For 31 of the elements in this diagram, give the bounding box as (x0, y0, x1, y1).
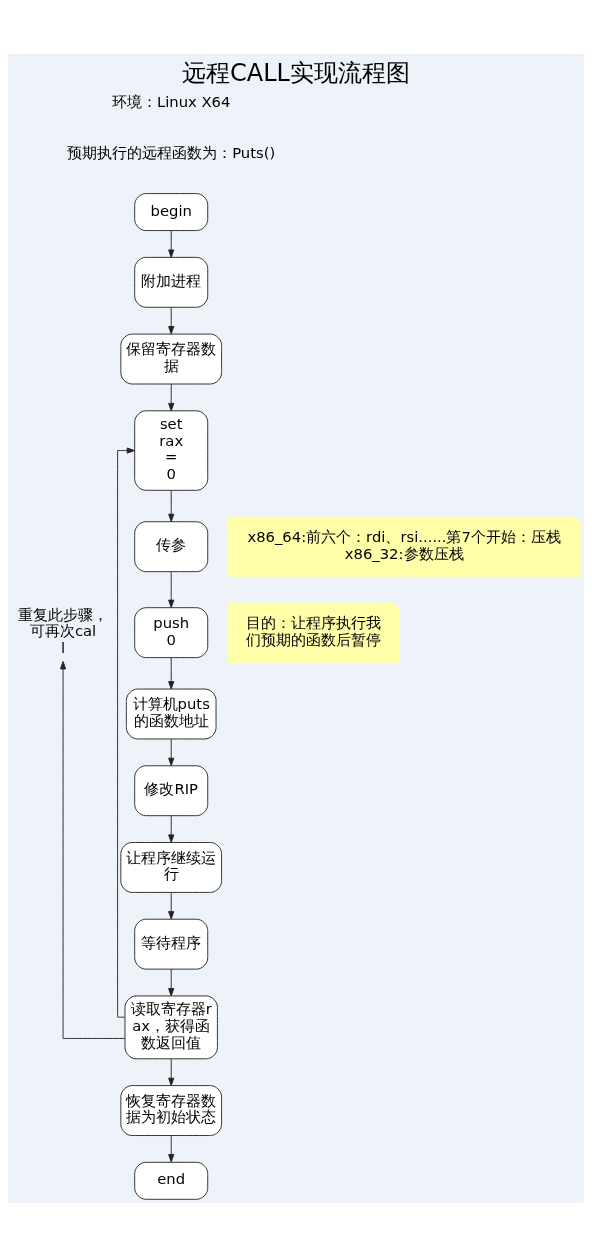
arrow (168, 230, 175, 258)
arrow (168, 738, 175, 766)
node-box: 读取寄存器rax，获得函数返回值 (124, 995, 218, 1060)
node-text: 重复此步骤，可再次call (18, 605, 109, 656)
arrow (168, 1135, 175, 1163)
node-box: end (134, 1161, 209, 1200)
node-box: begin (134, 193, 209, 231)
arrow (168, 657, 175, 690)
node-box: 修改RIP (134, 765, 209, 817)
node-box: 恢复寄存器数据为初始状态 (120, 1085, 223, 1136)
diagram-title: 远程CALL实现流程图 (182, 58, 410, 87)
arrow (168, 815, 175, 843)
node-box: 保留寄存器数据 (120, 333, 223, 385)
arrow (60, 661, 126, 1039)
arrow (168, 1058, 175, 1086)
arrow (168, 490, 175, 523)
arrow (168, 383, 175, 412)
arrow (168, 892, 175, 920)
arrow (168, 307, 175, 335)
node-box: 传参 (134, 521, 209, 573)
node-box: 附加进程 (134, 256, 209, 308)
node-box: set rax = 0 (134, 410, 209, 491)
label: 预期执行的远程函数为：Puts() (67, 144, 276, 162)
node-box: push 0 (134, 607, 209, 659)
node-box: 让程序继续运行 (120, 842, 223, 893)
arrow (117, 447, 135, 1018)
node-box: 等待程序 (134, 918, 209, 970)
arrow (168, 571, 175, 608)
label: 环境：Linux X64 (111, 93, 231, 111)
arrow (168, 968, 175, 997)
node-box: 计算机puts的函数地址 (125, 688, 217, 740)
